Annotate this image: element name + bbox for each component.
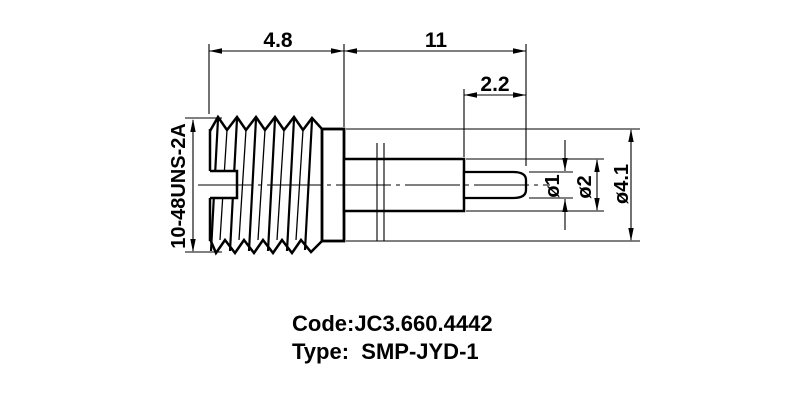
thread-crest-top	[208, 114, 323, 133]
break-lines	[376, 143, 385, 241]
dimension-lines	[185, 44, 640, 253]
dim-label-thread-length: 4.8	[263, 29, 293, 52]
arrowheads	[190, 48, 634, 252]
dim-line-flange-dia	[346, 128, 640, 242]
extension-lines-top	[208, 44, 527, 166]
dim-label-thread-spec: 10-48UNS-2A	[168, 123, 190, 249]
dim-label-pin-diameter: ø1	[542, 174, 564, 197]
dim-label-flange-diameter: ø4.1	[611, 164, 633, 204]
dim-label-pin-length: 2.2	[480, 73, 509, 96]
part-type-text: Type: SMP-JYD-1	[292, 339, 479, 364]
dim-label-body-diameter: ø2	[574, 175, 596, 198]
part-code-text: Code:JC3.660.4442	[292, 311, 493, 336]
dim-label-body-length: 11	[425, 29, 448, 52]
dim-line-pin-dia	[529, 140, 573, 230]
dim-line-thread	[185, 117, 222, 253]
thread-crest-bottom	[208, 237, 323, 256]
